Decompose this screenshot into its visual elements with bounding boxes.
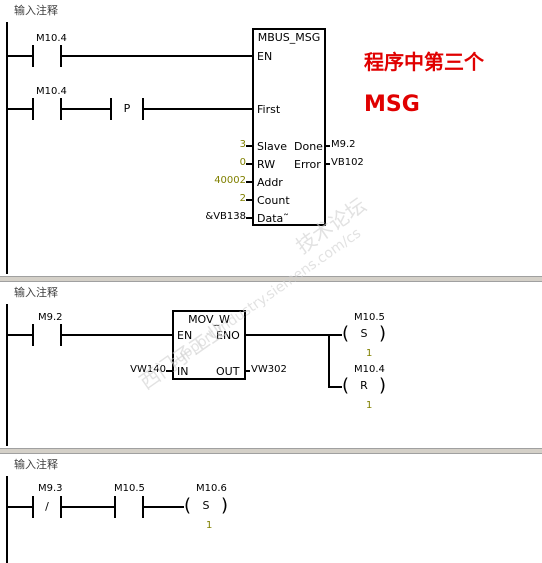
wire <box>8 334 32 336</box>
network-comment[interactable]: 输入注释 <box>14 4 58 17</box>
mbus-msg-block[interactable]: MBUS_MSG EN First Slave RW Addr Count Da… <box>252 28 326 226</box>
pin-out: OUT <box>216 365 240 378</box>
coil-symbol: S <box>360 327 368 340</box>
network-comment[interactable]: 输入注释 <box>14 458 58 471</box>
addr-value[interactable]: 40002 <box>214 175 246 186</box>
wire <box>328 386 342 388</box>
coil-count: 1 <box>366 348 373 359</box>
annotation-msg: MSG <box>364 92 420 117</box>
network-divider <box>0 448 542 454</box>
coil-count: 1 <box>366 400 373 411</box>
annotation-note: 程序中第三个 <box>364 50 484 74</box>
positive-edge-contact[interactable]: P <box>110 98 144 120</box>
pin-count: Count <box>257 194 290 207</box>
pin-error: Error <box>294 158 321 171</box>
rw-value[interactable]: 0 <box>239 157 246 168</box>
wire <box>244 334 342 336</box>
nc-contact[interactable]: / <box>32 496 62 518</box>
wire <box>324 145 330 147</box>
wire <box>8 506 32 508</box>
wire <box>246 145 252 147</box>
pin-data: Data˜ <box>257 212 289 225</box>
network-comment[interactable]: 输入注释 <box>14 286 58 299</box>
coil-address: M10.6 <box>196 483 227 494</box>
slave-value[interactable]: 3 <box>239 139 246 150</box>
coil-address: M10.4 <box>354 364 385 375</box>
pin-addr: Addr <box>257 176 283 189</box>
power-rail <box>6 22 8 274</box>
done-value[interactable]: M9.2 <box>331 139 356 150</box>
data-value[interactable]: &VB138 <box>205 211 246 222</box>
in-value[interactable]: VW140 <box>130 364 166 375</box>
wire <box>62 55 254 57</box>
p-edge-label: P <box>123 102 131 115</box>
set-coil[interactable]: () S <box>184 495 228 516</box>
coil-symbol: R <box>360 379 368 392</box>
contact-symbol: / <box>45 500 49 513</box>
wire <box>166 370 172 372</box>
coil-symbol: S <box>202 499 210 512</box>
pin-en: EN <box>257 50 273 63</box>
network-divider <box>0 276 542 282</box>
reset-coil[interactable]: () R <box>342 375 386 396</box>
wire <box>8 55 32 57</box>
wire <box>246 181 252 183</box>
wire <box>62 334 172 336</box>
network-1[interactable]: 输入注释 M10.4 M10.4 P MBUS_MSG EN First Sla… <box>0 0 542 276</box>
network-3[interactable]: 输入注释 M9.3 / M10.5 M10.6 () S 1 <box>0 454 542 563</box>
mov-w-block[interactable]: MOV_W EN ENO IN OUT <box>172 310 246 380</box>
pin-in: IN <box>177 365 189 378</box>
error-value[interactable]: VB102 <box>331 157 364 168</box>
no-contact[interactable] <box>32 45 62 67</box>
contact-address: M9.2 <box>38 312 63 323</box>
pin-eno: ENO <box>216 329 240 342</box>
power-rail <box>6 476 8 563</box>
wire <box>144 108 254 110</box>
contact-address: M10.4 <box>36 33 67 44</box>
out-value[interactable]: VW302 <box>251 364 287 375</box>
pin-slave: Slave <box>257 140 288 153</box>
contact-address: M9.3 <box>38 483 63 494</box>
wire <box>246 163 252 165</box>
wire <box>62 506 114 508</box>
pin-first: First <box>257 103 281 116</box>
no-contact[interactable] <box>32 98 62 120</box>
wire <box>62 108 110 110</box>
pin-en: EN <box>177 329 193 342</box>
pin-rw: RW <box>257 158 276 171</box>
wire <box>324 163 330 165</box>
no-contact[interactable] <box>32 324 62 346</box>
count-value[interactable]: 2 <box>239 193 246 204</box>
wire <box>8 108 32 110</box>
no-contact[interactable] <box>114 496 144 518</box>
set-coil[interactable]: () S <box>342 323 386 344</box>
contact-address: M10.4 <box>36 86 67 97</box>
contact-address: M10.5 <box>114 483 145 494</box>
block-title: MOV_W <box>188 313 230 326</box>
power-rail <box>6 304 8 446</box>
wire <box>246 217 252 219</box>
coil-count: 1 <box>206 520 213 531</box>
wire <box>244 370 250 372</box>
block-title: MBUS_MSG <box>257 31 321 44</box>
pin-done: Done <box>294 140 323 153</box>
coil-address: M10.5 <box>354 312 385 323</box>
network-2[interactable]: 输入注释 M9.2 MOV_W EN ENO IN OUT VW140 VW30… <box>0 282 542 448</box>
wire <box>328 334 330 388</box>
wire <box>246 199 252 201</box>
wire <box>144 506 184 508</box>
